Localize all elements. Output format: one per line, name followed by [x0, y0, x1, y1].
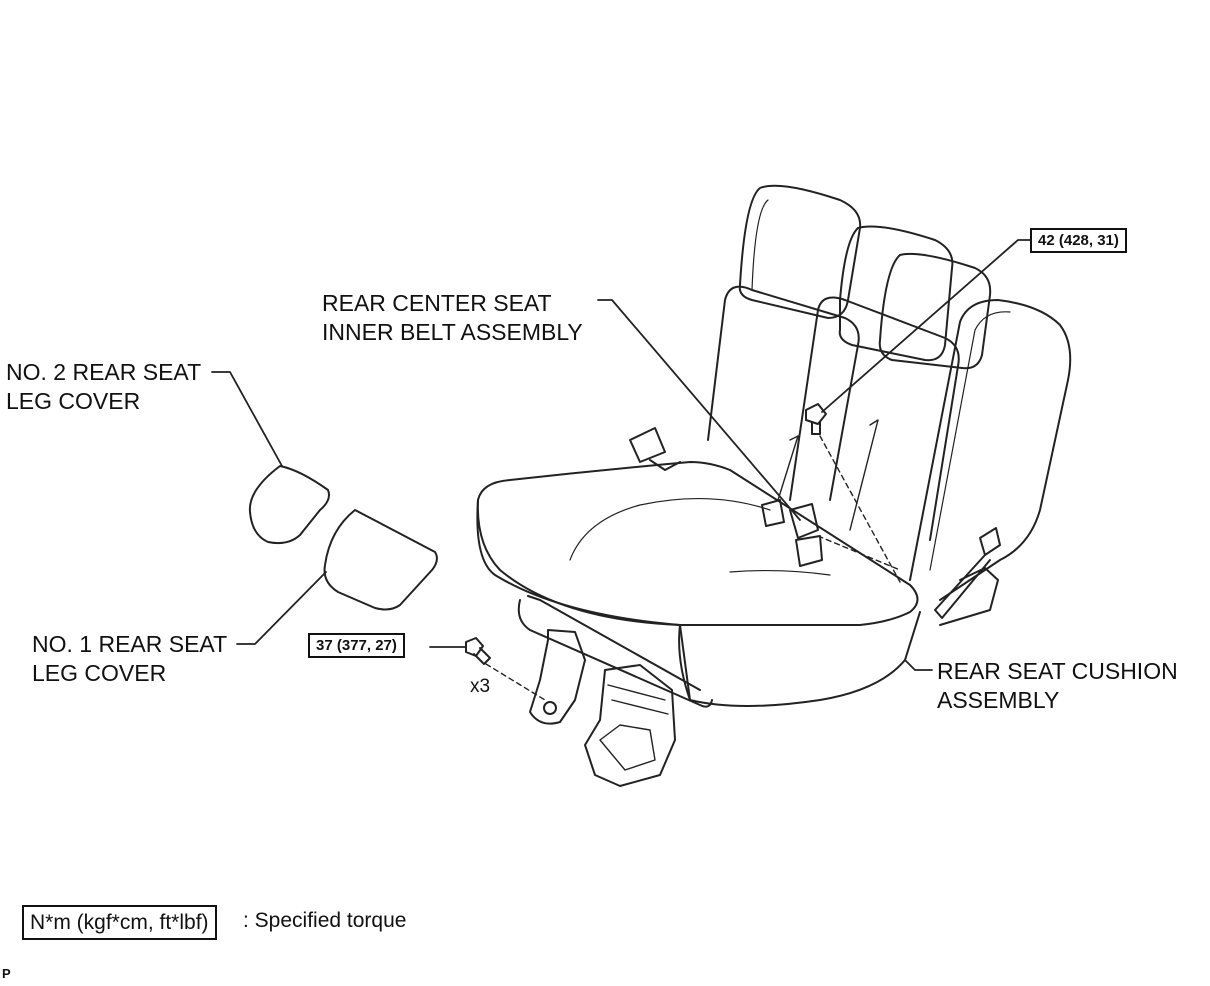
- center-headrest: [840, 227, 953, 361]
- left-belt-buckle: [630, 428, 680, 470]
- cushion-seam-2: [730, 571, 830, 575]
- label-line: INNER BELT ASSEMBLY: [322, 319, 583, 345]
- right-recliner-strap: [935, 528, 1000, 618]
- upper-bolt: [806, 404, 826, 434]
- center-belt-tongue: [762, 500, 784, 526]
- label-rear-seat-cushion-assembly: REAR SEAT CUSHION ASSEMBLY: [937, 657, 1178, 715]
- left-backrest: [708, 287, 859, 500]
- corner-mark: P: [2, 966, 11, 981]
- center-backrest: [790, 298, 959, 540]
- label-line: REAR CENTER SEAT: [322, 290, 552, 316]
- right-leg-ribs: [608, 685, 668, 714]
- left-headrest: [740, 186, 860, 318]
- torque-upper-bolt: 42 (428, 31): [1030, 228, 1127, 253]
- left-leg-hole: [544, 702, 556, 714]
- label-line: NO. 1 REAR SEAT: [32, 631, 228, 657]
- seat-back: [630, 186, 1070, 625]
- leader-upper-torque: [822, 240, 1030, 412]
- leader-no1: [237, 572, 326, 644]
- bolt-quantity: x3: [470, 676, 491, 697]
- label-line: ASSEMBLY: [937, 687, 1060, 713]
- left-headrest-inner: [752, 200, 768, 290]
- cushion-seam: [570, 499, 770, 560]
- front-rail: [519, 600, 712, 707]
- cushion-top: [478, 462, 918, 625]
- legend-description: : Specified torque: [243, 909, 407, 932]
- dashed-lines: [486, 436, 900, 700]
- dashed-lower-bolt: [486, 664, 545, 700]
- no1-leg-cover-part: [325, 510, 437, 609]
- right-leg-inner: [600, 725, 655, 770]
- leader-lines: [212, 240, 1030, 670]
- seat-cushion: [477, 462, 920, 706]
- dashed-belt: [818, 536, 900, 570]
- right-backrest-inner: [930, 312, 1010, 570]
- dashed-upper-bolt: [820, 436, 900, 582]
- left-leg-bracket: [530, 630, 585, 724]
- right-leg-bracket: [585, 665, 675, 786]
- backrest-seam-1: [850, 420, 878, 530]
- label-line: LEG COVER: [6, 388, 141, 414]
- right-headrest: [880, 254, 990, 368]
- no2-leg-cover-part: [250, 466, 329, 543]
- right-hinge: [940, 568, 998, 625]
- lower-bolt: [466, 638, 490, 664]
- legend-torque-units: N*m (kgf*cm, ft*lbf): [22, 905, 217, 940]
- right-backrest: [910, 300, 1070, 600]
- label-line: LEG COVER: [32, 660, 167, 686]
- label-no1-rear-seat-leg-cover: NO. 1 REAR SEAT LEG COVER: [32, 630, 227, 688]
- center-belt-buckle: [790, 504, 822, 566]
- label-line: NO. 2 REAR SEAT: [6, 359, 202, 385]
- label-no2-rear-seat-leg-cover: NO. 2 REAR SEAT LEG COVER: [6, 358, 201, 416]
- seat-frame: [519, 596, 712, 786]
- cushion-front-edge: [679, 625, 690, 700]
- leader-rear-center-belt: [598, 300, 800, 520]
- front-rail-2: [528, 596, 700, 690]
- label-rear-center-seat-belt: REAR CENTER SEAT INNER BELT ASSEMBLY: [322, 289, 583, 347]
- leader-cushion: [905, 660, 932, 670]
- torque-lower-bolt: 37 (377, 27): [308, 633, 405, 658]
- leader-no2: [212, 372, 282, 466]
- backrest-seam-2: [778, 436, 798, 500]
- label-line: REAR SEAT CUSHION: [937, 658, 1178, 684]
